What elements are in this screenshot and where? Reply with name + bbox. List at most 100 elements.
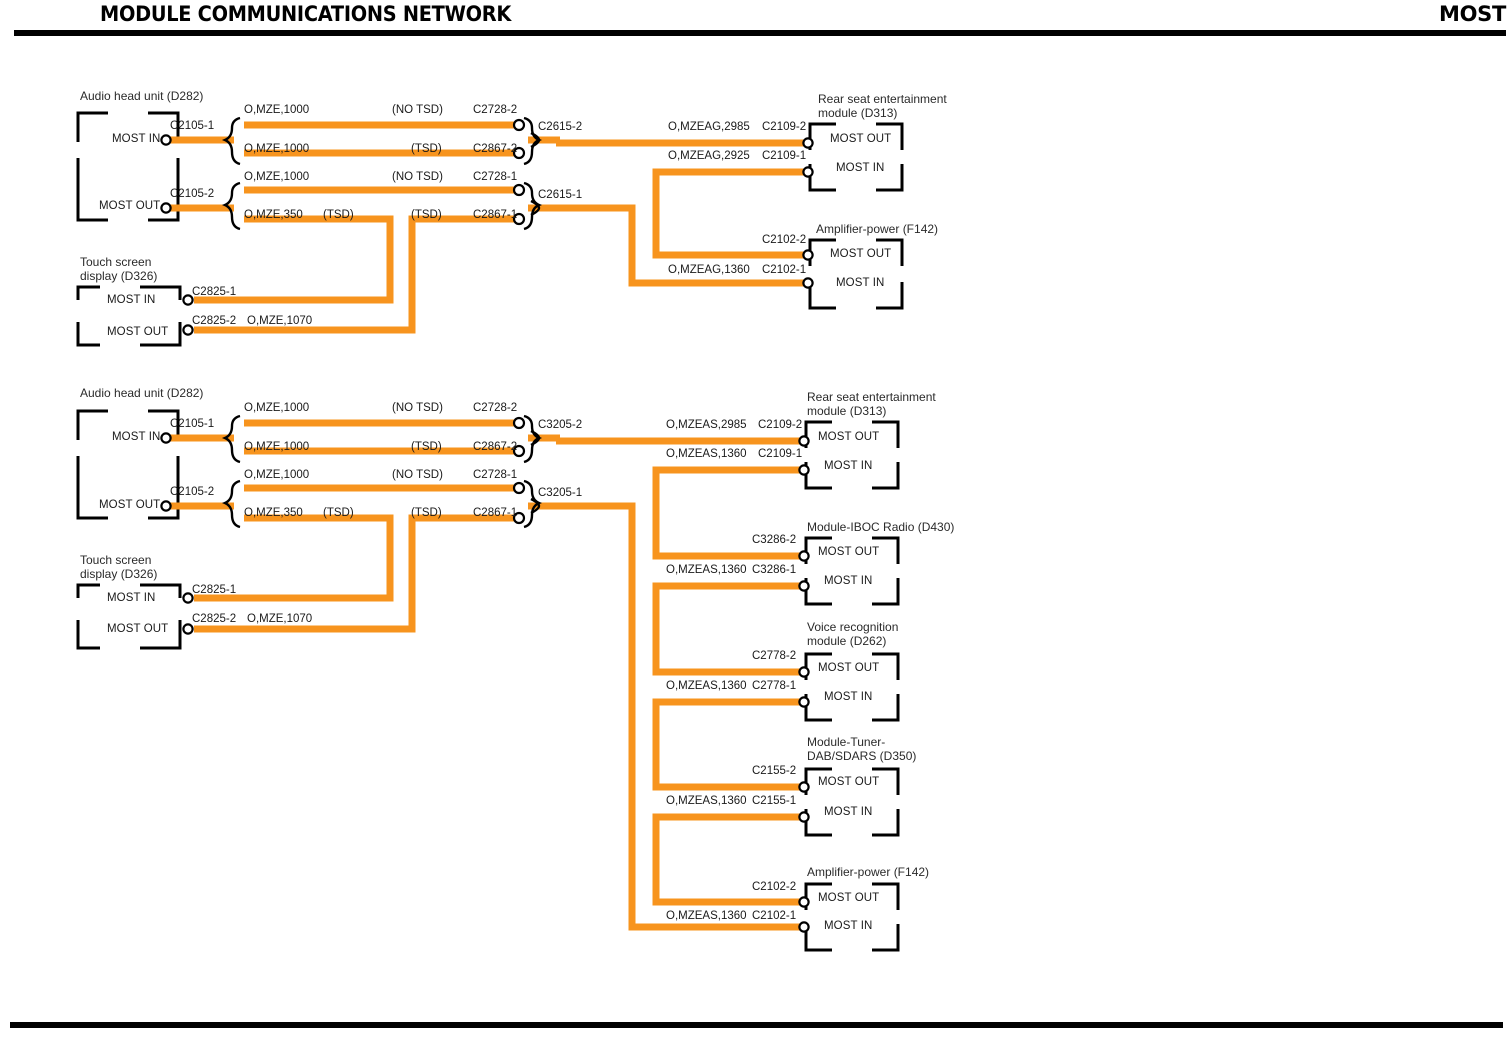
connector-label-c2105-2-top: C2105-2 [170, 188, 215, 200]
module-title-d282-top: Audio head unit (D282) [80, 89, 204, 103]
pin-label-d262-most-out: MOST OUT [818, 662, 880, 674]
pin-label-f142-bottom-most-out: MOST OUT [818, 892, 880, 904]
pin-label-d313-top-most-in: MOST IN [836, 162, 885, 174]
wire-label-a-row4-tsd-left: (TSD) [323, 209, 354, 221]
bundle-brace-left-upper [221, 116, 241, 166]
wire-label-b-mze-1070: O,MZE,1070 [247, 613, 313, 625]
pin-label-d282-top-most-out: MOST OUT [99, 200, 161, 212]
connector-label-c2825-1-bottom: C2825-1 [192, 584, 237, 596]
connector-eyelet-c2825-2-b [182, 623, 194, 635]
connector-label-c2615-2: C2615-2 [538, 121, 583, 133]
connector-eyelet-c2105-2 [160, 202, 172, 214]
wire-label-a-row3-tsd: (NO TSD) [392, 171, 443, 183]
connector-label-c2867-1-top: C2867-1 [473, 209, 518, 221]
connector-pin-c2728-1 [512, 183, 526, 197]
connector-label-c2155-2: C2155-2 [752, 765, 797, 777]
module-title-d282-bottom: Audio head unit (D282) [80, 386, 204, 400]
connector-eyelet-c2825-2 [182, 324, 194, 336]
connector-eyelet-c2825-1-b [182, 592, 194, 604]
connector-label-c2867-1-bottom: C2867-1 [473, 507, 518, 519]
wire-o-mzeag-2925 [652, 168, 804, 259]
wire-label-b-mzeas-2985: O,MZEAS,2985 [666, 419, 747, 431]
page-title: MODULE COMMUNICATIONS NETWORK [100, 2, 512, 26]
connector-label-c2109-1-top: C2109-1 [762, 150, 807, 162]
pin-label-d313-top-most-out: MOST OUT [830, 133, 892, 145]
connector-eyelet-c2109-1-b [798, 464, 810, 476]
pin-label-d326-bottom-most-out: MOST OUT [107, 623, 169, 635]
module-title-d262-line1: Voice recognition [807, 620, 899, 634]
connector-label-c3205-2: C3205-2 [538, 419, 583, 431]
connector-eyelet-c2102-1-b [798, 921, 810, 933]
wire-bundle-bottom [170, 419, 800, 931]
connector-eyelet-c2105-1-b [160, 432, 172, 444]
wire-label-b-mzeas-1360-c: O,MZEAS,1360 [666, 680, 747, 692]
module-title-d430: Module-IBOC Radio (D430) [807, 520, 955, 534]
module-title-d313-top-line1: Rear seat entertainment [818, 92, 947, 106]
connector-eyelet-c2109-1 [802, 166, 814, 178]
connector-label-c2105-1-bottom: C2105-1 [170, 418, 215, 430]
wire-label-a-row2-tsd: (TSD) [411, 143, 442, 155]
connector-pin-c2867-1 [512, 212, 526, 226]
connector-label-c2728-2-top: C2728-2 [473, 104, 518, 116]
bundle-brace-right-lower [523, 181, 543, 231]
connector-label-c2867-2-top: C2867-2 [473, 143, 518, 155]
connector-arrow-c2615-2 [530, 131, 541, 149]
module-title-f142-top: Amplifier-power (F142) [816, 222, 939, 236]
page-section-label: MOST [1439, 2, 1506, 26]
connector-eyelet-c2109-2-b [798, 435, 810, 447]
wire-label-b-mzeas-1360-e: O,MZEAS,1360 [666, 910, 747, 922]
pin-label-f142-top-most-out: MOST OUT [830, 248, 892, 260]
pin-label-d326-top-most-in: MOST IN [107, 294, 156, 306]
connector-label-c2105-1-top: C2105-1 [170, 120, 215, 132]
wire-label-a-mzeag-1360: O,MZEAG,1360 [668, 264, 750, 276]
wire-label-a-row1-circuit: O,MZE,1000 [244, 104, 310, 116]
connector-arrow-c2615-1 [530, 199, 541, 217]
connector-eyelet-c2109-2 [802, 137, 814, 149]
module-title-d326-bottom-line1: Touch screen [80, 553, 152, 567]
module-box-d326-bottom [76, 583, 182, 650]
module-box-d282-top [76, 111, 180, 222]
pin-label-d262-most-in: MOST IN [824, 691, 873, 703]
connector-eyelet-c2102-2-b [798, 896, 810, 908]
wire-label-b-row2-tsd: (TSD) [411, 441, 442, 453]
pin-label-f142-bottom-most-in: MOST IN [824, 920, 873, 932]
connector-tip-c3205-2 [553, 435, 559, 441]
connector-label-c2102-1-bottom: C2102-1 [752, 910, 797, 922]
wire-label-b-row2-circuit: O,MZE,1000 [244, 441, 310, 453]
wire-loop-f142out-to-d350in [652, 813, 800, 906]
connector-eyelet-c3286-2 [798, 550, 810, 562]
wire-label-b-row3-tsd: (NO TSD) [392, 469, 443, 481]
wire-bundle-top [170, 121, 804, 334]
connector-label-c3286-1: C3286-1 [752, 564, 797, 576]
bundle-brace-left-lower [221, 181, 241, 231]
connector-symbols-top [160, 116, 814, 336]
connector-label-c2778-1: C2778-1 [752, 680, 797, 692]
pin-label-d326-bottom-most-in: MOST IN [107, 592, 156, 604]
wire-label-b-row4-tsd-left: (TSD) [323, 507, 354, 519]
module-title-f142-bottom: Amplifier-power (F142) [807, 865, 930, 879]
wire-label-a-row4-tsd-right: (TSD) [411, 209, 442, 221]
wire-label-b-row1-circuit: O,MZE,1000 [244, 402, 310, 414]
connector-label-c2109-2-bottom: C2109-2 [758, 419, 803, 431]
pin-label-d313-bottom-most-out: MOST OUT [818, 431, 880, 443]
module-title-d326-bottom-line2: display (D326) [80, 567, 158, 581]
wire-c2867-1-from-tsd-out-b [194, 514, 514, 633]
module-title-d350-line1: Module-Tuner- [807, 735, 886, 749]
connector-label-c2102-2-bottom: C2102-2 [752, 881, 797, 893]
connector-label-c2728-1-top: C2728-1 [473, 171, 518, 183]
pin-label-d282-bottom-most-in: MOST IN [112, 431, 161, 443]
module-box-d326-top [76, 285, 182, 347]
connector-label-c2778-2: C2778-2 [752, 650, 797, 662]
wire-label-a-row3-circuit: O,MZE,1000 [244, 171, 310, 183]
wire-label-b-mzeas-1360-b: O,MZEAS,1360 [666, 564, 747, 576]
connector-eyelet-c2825-1 [182, 294, 194, 306]
bundle-brace-left-lower-b [221, 479, 241, 529]
wire-label-b-mzeas-1360-d: O,MZEAS,1360 [666, 795, 747, 807]
header-rule [14, 30, 1506, 36]
connector-arrow-c3205-2 [530, 429, 541, 447]
connector-eyelet-c2102-2 [802, 249, 814, 261]
pin-label-d430-most-in: MOST IN [824, 575, 873, 587]
pin-label-d430-most-out: MOST OUT [818, 546, 880, 558]
